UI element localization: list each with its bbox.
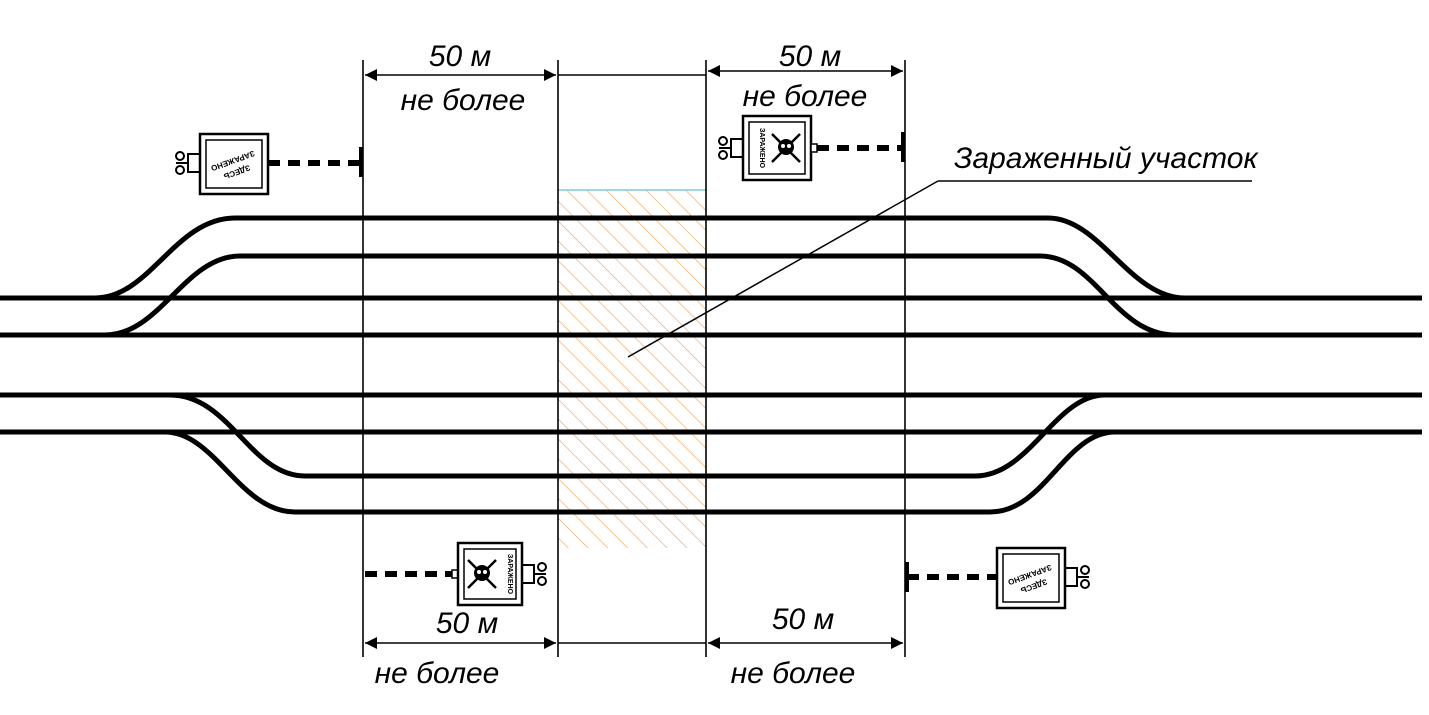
contaminated-zone-hatch: [558, 190, 706, 548]
dimension-bottom-right-value: 50 м: [772, 603, 834, 636]
barrier-sign-bottom-left: ЗАРАЖЕНО: [365, 541, 547, 607]
dimension-top-right-note: не более: [743, 80, 868, 113]
skull-crossbones-icon: [467, 559, 497, 589]
barrier-sign-top-left: ЗДЕСЬ ЗАРАЖЕНО: [175, 132, 363, 196]
dimension-arrows: [365, 65, 903, 649]
lamp-icon: [718, 136, 744, 160]
warning-sign-text: ЗАРАЖЕНО: [506, 554, 513, 595]
callout-leader-line: [627, 180, 939, 358]
warning-sign-text: ЗАРАЖЕНО: [758, 128, 765, 169]
warning-sign-icon: [1002, 553, 1060, 603]
skull-crossbones-icon: [771, 133, 801, 163]
dimension-top-left-note: не более: [401, 84, 526, 117]
dimension-bottom-right-note: не более: [731, 657, 856, 690]
dimension-bottom-left-note: не более: [375, 657, 500, 690]
siding-track-top-inner: [104, 253, 1176, 338]
dimension-bottom-left-value: 50 м: [436, 607, 498, 640]
contaminated-zone: [558, 189, 706, 548]
barrier-sign-bottom-right: ЗДЕСЬ ЗАРАЖЕНО: [905, 546, 1090, 610]
siding-track-bottom-outer: [164, 429, 1116, 515]
dimension-top-right-value: 50 м: [779, 40, 841, 73]
warning-sign-inner: [748, 121, 806, 175]
railway-tracks: [0, 215, 1422, 515]
lamp-icon: [521, 562, 547, 586]
callout-label: Зараженный участок: [954, 142, 1259, 175]
warning-sign-icon: [205, 139, 263, 189]
warning-sign-inner: [463, 548, 517, 600]
barrier-sign-top-right: ЗАРАЖЕНО: [718, 114, 905, 182]
siding-track-top-outer: [94, 215, 1186, 301]
dimension-top-left-value: 50 м: [429, 40, 491, 73]
contaminated-zone-callout: Зараженный участок: [627, 142, 1259, 358]
sign-connector: [810, 143, 818, 153]
lamp-icon: [1064, 565, 1090, 589]
lamp-icon: [175, 151, 201, 175]
siding-track-bottom-inner: [169, 392, 1106, 479]
